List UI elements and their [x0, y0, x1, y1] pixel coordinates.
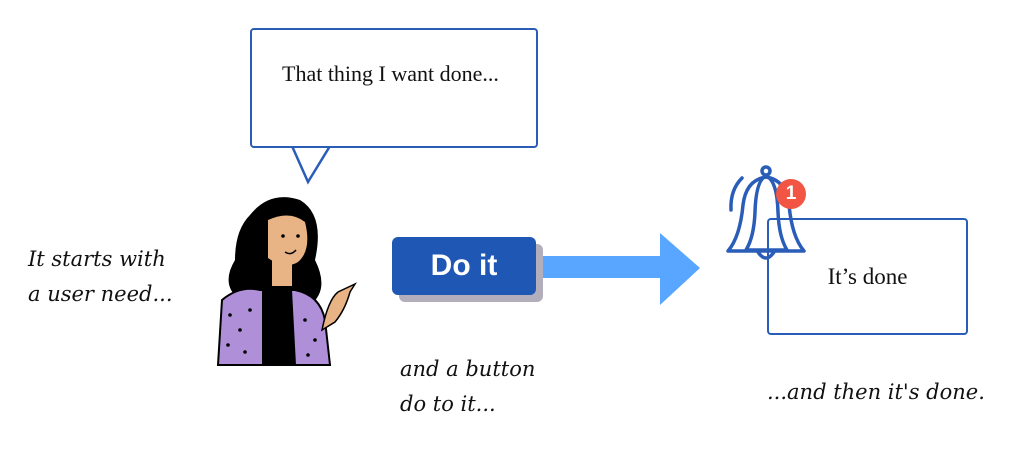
speech-bubble-text: That thing I want done...: [282, 61, 499, 86]
notification-badge: 1: [776, 179, 806, 209]
bell-icon: [726, 165, 806, 260]
notification-box: It’s done: [767, 218, 968, 335]
speech-bubble: [250, 28, 538, 148]
user-illustration: [216, 197, 357, 366]
speech-bubble-tail: [290, 144, 333, 185]
caption-button: and a button do to it...: [400, 357, 536, 416]
caption-user-need: It starts with a user need...: [28, 247, 173, 306]
do-it-button[interactable]: Do it: [392, 237, 536, 295]
arrow-icon: [536, 233, 700, 305]
caption-done: ...and then it's done.: [767, 380, 985, 404]
notification-message: It’s done: [827, 263, 908, 289]
